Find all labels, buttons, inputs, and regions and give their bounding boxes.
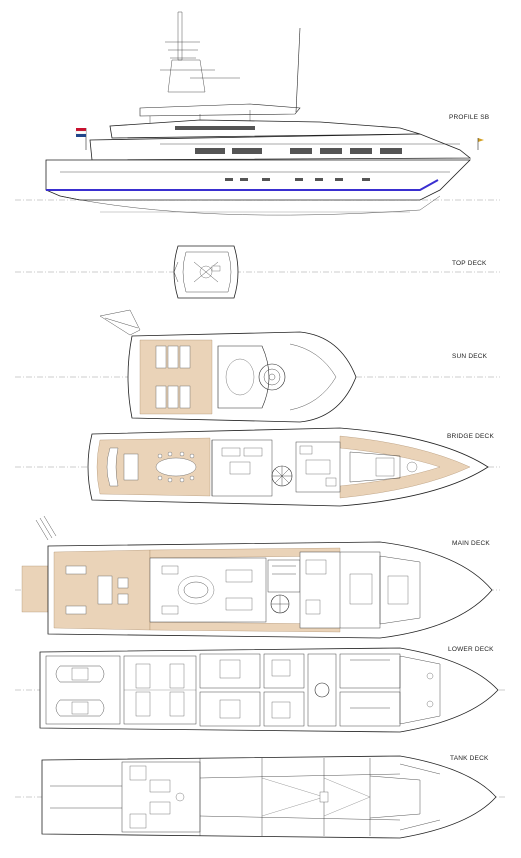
- top-deck-view: TOP DECK: [15, 245, 500, 299]
- deck-label-lower-deck: LOWER DECK: [448, 646, 494, 653]
- deck-label-profile: PROFILE SB: [449, 114, 489, 121]
- ensign-flag-red: [76, 128, 86, 131]
- ensign-flag-white: [75, 130, 87, 135]
- deck-label-bridge-deck: BRIDGE DECK: [447, 433, 494, 440]
- tank-deck-view: TANK DECK: [15, 755, 505, 839]
- deck-label-sun-deck: SUN DECK: [452, 353, 488, 360]
- sun-deck-view: SUN DECK: [15, 309, 500, 423]
- bridge-deck-view: BRIDGE DECK: [15, 427, 500, 507]
- deck-label-tank-deck: TANK DECK: [450, 755, 489, 762]
- main-deck-view: MAIN DECK: [15, 515, 500, 639]
- ensign-flag-blue: [76, 134, 86, 137]
- profile-view: PROFILE SB: [15, 11, 500, 216]
- lower-deck-view: LOWER DECK: [15, 646, 505, 733]
- deck-label-main-deck: MAIN DECK: [452, 540, 490, 547]
- deck-label-top-deck: TOP DECK: [452, 260, 487, 267]
